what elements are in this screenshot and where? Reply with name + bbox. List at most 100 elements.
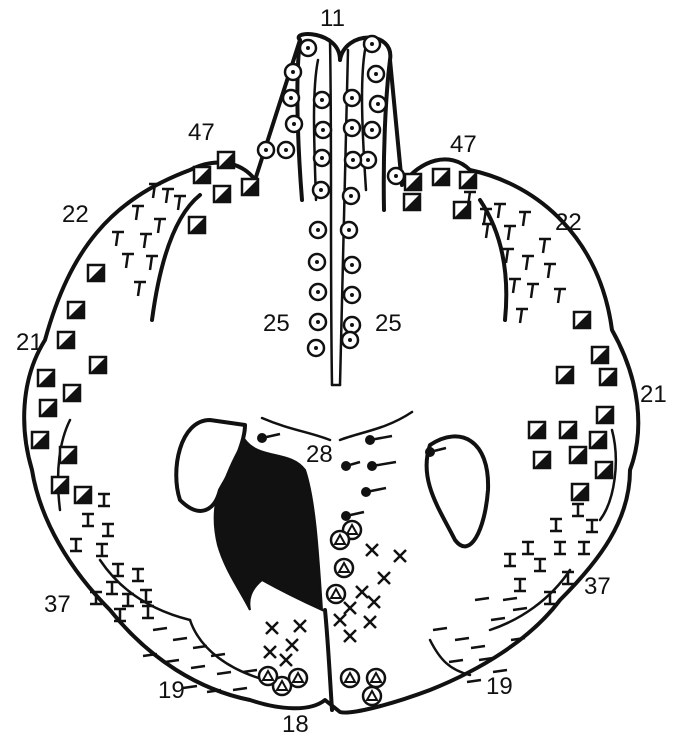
circle-dot-center	[314, 346, 318, 350]
label-area-37-left: 37	[44, 591, 71, 618]
t-marker	[162, 189, 174, 203]
t-marker	[122, 254, 134, 268]
t-marker	[527, 284, 539, 298]
label-area-22-left: 22	[62, 201, 89, 228]
circle-dot-center	[264, 148, 268, 152]
t-marker	[504, 226, 516, 240]
bowtie-marker	[514, 579, 526, 591]
t-marker	[519, 212, 531, 226]
circle-dot-center	[316, 320, 320, 324]
circle-dot-center	[316, 228, 320, 232]
t-marker	[516, 309, 528, 323]
bowtie-marker	[522, 542, 534, 554]
circle-dot-center	[347, 228, 351, 232]
bowtie-marker	[112, 564, 124, 576]
t-marker	[494, 204, 506, 218]
dash-marker	[471, 646, 485, 648]
cross-marker	[366, 544, 378, 556]
circle-dot-center	[321, 128, 325, 132]
circle-dot-center	[289, 96, 293, 100]
circle-dot-center	[366, 158, 370, 162]
circle-dot-center	[348, 338, 352, 342]
occipital-sulcus-right	[430, 640, 470, 675]
circle-dot-center	[291, 70, 295, 74]
temporal-line-left	[58, 420, 70, 510]
t-marker	[140, 234, 152, 248]
dash-marker	[183, 686, 197, 688]
circle-dot-center	[350, 323, 354, 327]
circle-dot-center	[320, 156, 324, 160]
circle-dot-center	[349, 194, 353, 198]
circle-dot-center	[350, 293, 354, 297]
dash-marker	[455, 638, 469, 640]
t-marker	[554, 289, 566, 303]
cross-marker	[356, 586, 368, 598]
cross-marker	[368, 596, 380, 608]
circle-dot-center	[351, 158, 355, 162]
bowtie-marker	[132, 569, 144, 581]
circle-dot-center	[370, 128, 374, 132]
circle-dot-center	[319, 188, 323, 192]
dash-marker	[433, 628, 447, 630]
dash-marker	[233, 688, 247, 690]
label-area-11: 11	[320, 5, 345, 32]
area-19-markers	[143, 598, 527, 692]
cross-marker	[266, 622, 278, 634]
bowtie-marker	[504, 554, 516, 566]
label-area-19-left: 19	[158, 677, 185, 704]
cross-marker	[286, 639, 298, 651]
dash-marker	[491, 618, 505, 620]
cross-marker	[364, 616, 376, 628]
circle-dot-center	[370, 42, 374, 46]
bowtie-marker	[122, 594, 134, 606]
dash-marker	[165, 660, 179, 662]
cross-marker	[344, 630, 356, 642]
bowtie-marker	[142, 606, 154, 618]
bowtie-marker	[572, 504, 584, 516]
gyrus-fold-right	[362, 50, 366, 190]
orbital-sulcus-left	[152, 195, 200, 320]
label-area-21-left: 21	[16, 329, 43, 356]
cross-marker	[394, 550, 406, 562]
bowtie-marker	[534, 559, 546, 571]
bowtie-marker	[578, 542, 590, 554]
dash-marker	[493, 670, 507, 672]
dash-marker	[513, 608, 527, 610]
dash-marker	[191, 666, 205, 668]
t-marker	[134, 282, 146, 296]
circle-dot-center	[284, 148, 288, 152]
cross-marker	[378, 572, 390, 584]
circle-dot-center	[350, 263, 354, 267]
circle-dot-center	[320, 98, 324, 102]
label-area-47-right: 47	[450, 131, 477, 158]
chiasm-right	[340, 412, 412, 440]
cross-marker	[344, 602, 356, 614]
bowtie-marker	[98, 494, 110, 506]
bowtie-marker	[550, 519, 562, 531]
cross-marker	[294, 620, 306, 632]
dash-marker	[503, 598, 517, 600]
circle-dot-center	[394, 174, 398, 178]
label-area-37-right: 37	[584, 573, 611, 600]
dash-marker	[217, 672, 231, 674]
label-area-25-right: 25	[375, 310, 402, 337]
dash-marker	[173, 638, 187, 640]
label-area-21-right: 21	[640, 381, 667, 408]
circle-dot-center	[316, 290, 320, 294]
cross-marker	[264, 646, 276, 658]
circle-dot-center	[374, 72, 378, 76]
label-area-47-left: 47	[188, 119, 215, 146]
cross-marker	[334, 614, 346, 626]
midline-left	[330, 40, 332, 385]
dash-marker	[243, 670, 257, 672]
bowtie-marker	[82, 514, 94, 526]
olfactory-sulcus-right	[384, 60, 390, 210]
circle-dot-center	[376, 102, 380, 106]
bowtie-marker	[70, 539, 82, 551]
label-area-22-right: 22	[555, 209, 582, 236]
t-marker	[522, 256, 534, 270]
bowtie-marker	[106, 582, 118, 594]
t-marker	[154, 219, 166, 233]
cross-marker	[280, 654, 292, 666]
